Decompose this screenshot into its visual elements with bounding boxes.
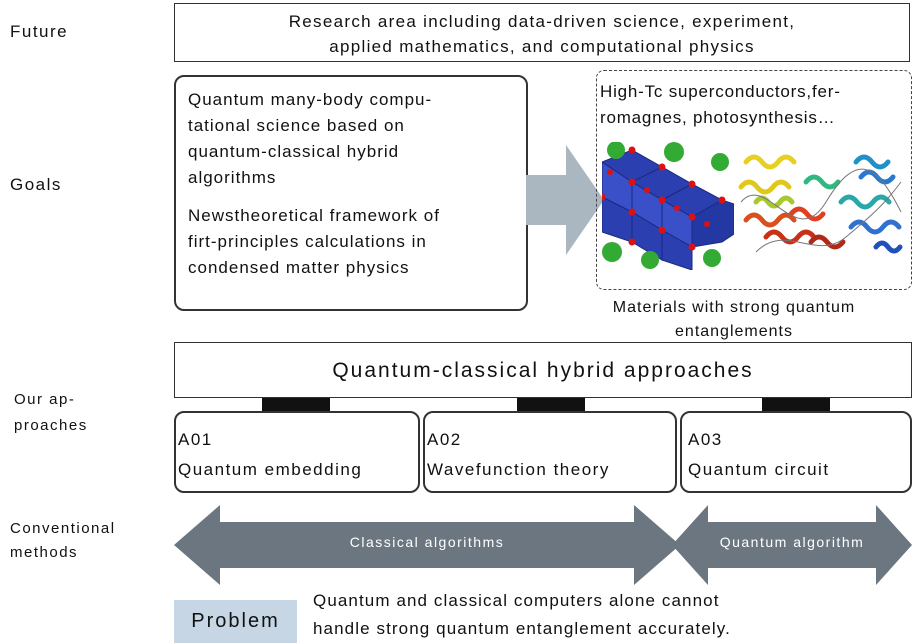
quantum-algorithm-arrow bbox=[672, 505, 912, 585]
approach-a02-name: Wavefunction theory bbox=[427, 460, 610, 479]
crystal-structure-image bbox=[602, 142, 734, 270]
goals-arrow bbox=[526, 145, 604, 255]
connector-a02 bbox=[517, 398, 585, 412]
approach-a01: A01 Quantum embedding bbox=[174, 411, 420, 493]
future-box: Research area including data-driven scie… bbox=[174, 3, 910, 62]
problem-badge: Problem bbox=[174, 600, 297, 643]
classical-algorithms-arrow bbox=[174, 505, 680, 585]
approach-a01-name: Quantum embedding bbox=[178, 460, 363, 479]
goals-box: Quantum many-body compu- tational scienc… bbox=[174, 75, 528, 311]
approach-a02: A02 Wavefunction theory bbox=[423, 411, 677, 493]
hybrid-approaches-title: Quantum-classical hybrid approaches bbox=[332, 359, 754, 382]
problem-text: Quantum and classical computers alone ca… bbox=[313, 591, 731, 638]
row-label-approaches: Our ap- proaches bbox=[14, 391, 88, 434]
goals-paragraph-1: Quantum many-body compu- tational scienc… bbox=[188, 90, 433, 187]
materials-header: High-Tc superconductors,fer- romagnes, p… bbox=[600, 82, 841, 127]
approach-a03: A03 Quantum circuit bbox=[680, 411, 912, 493]
problem-label: Problem bbox=[191, 610, 280, 632]
row-label-future: Future bbox=[10, 22, 69, 41]
quantum-algorithm-label: Quantum algorithm bbox=[719, 534, 865, 550]
future-line-1: Research area including data-driven scie… bbox=[288, 12, 796, 31]
approach-a01-code: A01 bbox=[178, 430, 213, 449]
approach-a03-code: A03 bbox=[688, 430, 723, 449]
protein-structure-image bbox=[736, 142, 906, 270]
materials-caption: Materials with strong quantum entangleme… bbox=[612, 299, 856, 340]
hybrid-approaches-box: Quantum-classical hybrid approaches bbox=[174, 342, 912, 398]
goals-paragraph-2: Newstheoretical framework of firt-princi… bbox=[188, 206, 440, 277]
connector-a01 bbox=[262, 398, 330, 412]
connector-a03 bbox=[762, 398, 830, 412]
approach-a02-code: A02 bbox=[427, 430, 462, 449]
future-line-2: applied mathematics, and computational p… bbox=[329, 37, 755, 56]
row-label-conventional: Conventional methods bbox=[10, 520, 116, 561]
row-label-goals: Goals bbox=[10, 175, 62, 194]
classical-algorithms-label: Classical algorithms bbox=[349, 534, 505, 550]
approach-a03-name: Quantum circuit bbox=[688, 460, 830, 479]
materials-box: High-Tc superconductors,fer- romagnes, p… bbox=[596, 70, 912, 290]
